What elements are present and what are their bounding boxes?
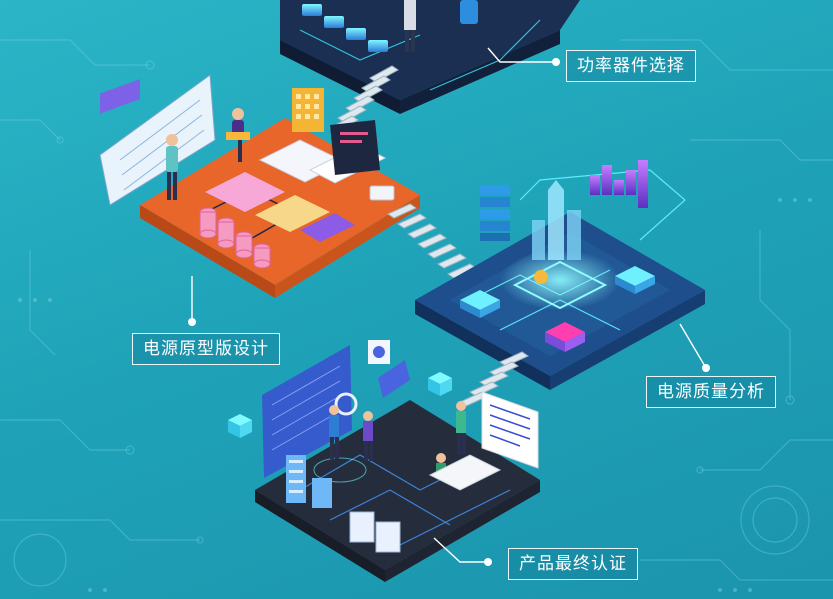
designer-figure bbox=[166, 134, 178, 200]
background-dots bbox=[18, 198, 812, 592]
platform-component-selection bbox=[280, 0, 580, 114]
connector-dots bbox=[188, 58, 710, 566]
whiteboard bbox=[481, 391, 539, 469]
glowing-chips bbox=[460, 266, 655, 352]
skyscraper bbox=[532, 180, 581, 260]
seated-figure bbox=[226, 108, 250, 162]
label-final-certification: 产品最终认证 bbox=[508, 548, 638, 580]
label-connectors bbox=[191, 47, 707, 563]
server-towers bbox=[286, 455, 401, 553]
stairs-1 bbox=[329, 65, 399, 133]
server-stack bbox=[480, 185, 510, 241]
engineer-figures bbox=[329, 401, 466, 479]
stairs-2 bbox=[386, 203, 478, 279]
bar-chart-graphic bbox=[590, 160, 648, 208]
label-prototype-design: 电源原型版设计 bbox=[132, 333, 280, 365]
chip-row bbox=[302, 4, 388, 52]
platform-prototype-design bbox=[99, 74, 420, 298]
person-figure bbox=[404, 0, 478, 52]
label-component-selection: 功率器件选择 bbox=[566, 50, 696, 82]
coin-stacks bbox=[199, 207, 271, 269]
platform-quality-analysis bbox=[415, 160, 705, 390]
stairs-3 bbox=[458, 351, 530, 407]
building-icon bbox=[292, 88, 324, 132]
platform-final-certification bbox=[228, 340, 540, 582]
background-circuit bbox=[0, 39, 833, 587]
label-quality-analysis: 电源质量分析 bbox=[646, 376, 776, 408]
